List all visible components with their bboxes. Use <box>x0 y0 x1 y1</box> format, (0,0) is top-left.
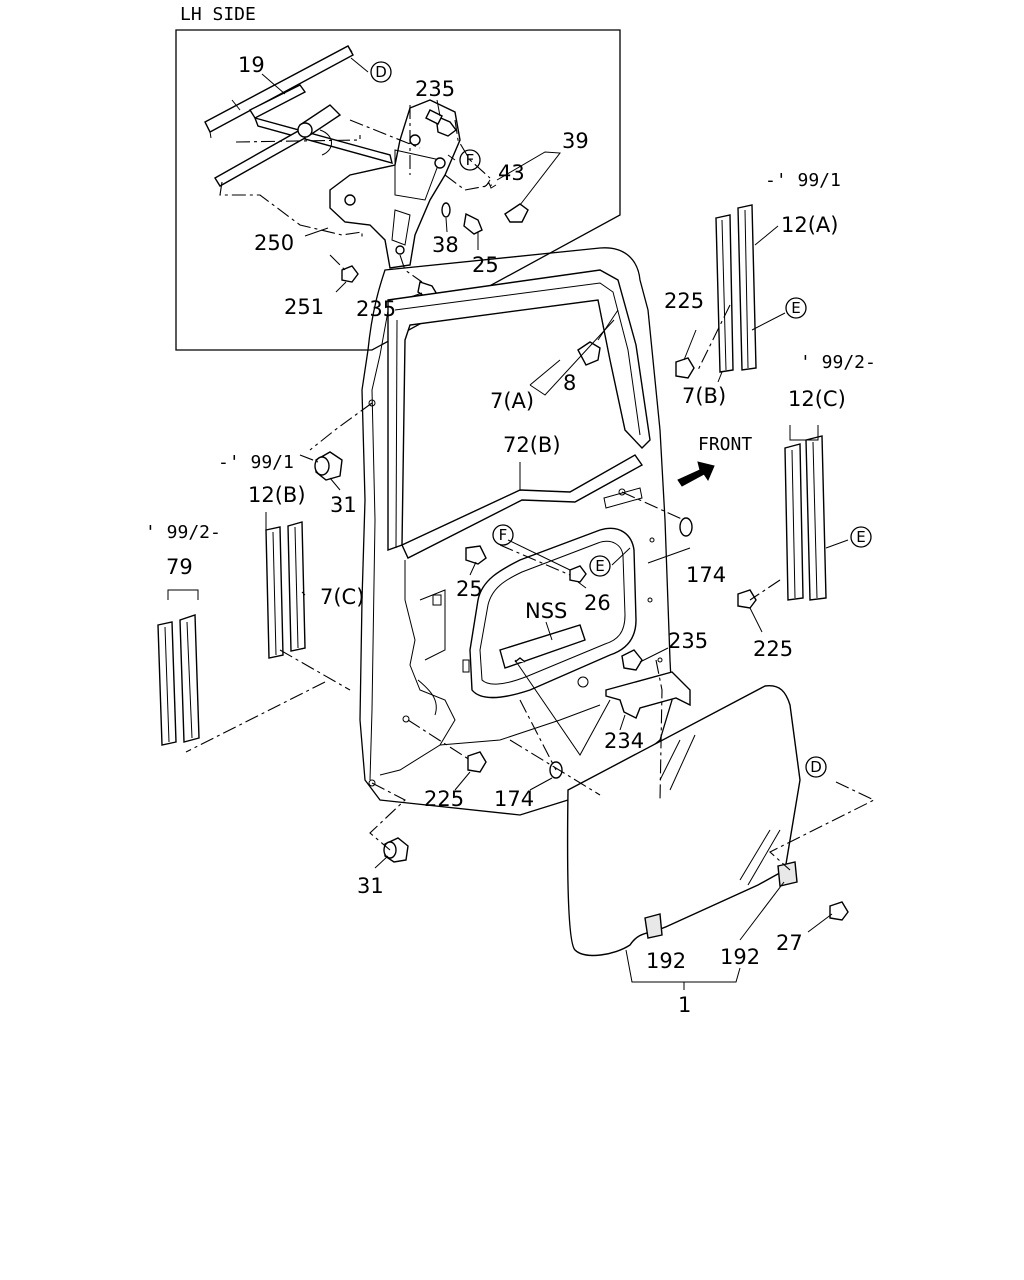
svg-text:F: F <box>466 151 475 169</box>
callout-234: 234 <box>604 729 644 753</box>
nss-label: NSS <box>525 599 567 623</box>
callout-1: 1 <box>678 993 691 1017</box>
stopper-31-upper <box>314 451 343 481</box>
callout-251: 251 <box>284 295 324 319</box>
callout-225-top: 225 <box>664 289 704 313</box>
channel-7b <box>715 214 734 373</box>
callout-192-left: 192 <box>646 949 686 973</box>
nut-251 <box>341 265 359 283</box>
note-upto-99-1-right: -' 99/1 <box>765 170 841 191</box>
callout-79: 79 <box>166 555 193 579</box>
ref-marker-e-2: E <box>850 526 872 548</box>
callout-174-right: 174 <box>686 563 726 587</box>
svg-text:D: D <box>810 758 822 776</box>
callout-12b: 12(B) <box>248 483 306 507</box>
channel-12c <box>784 435 827 601</box>
callout-26: 26 <box>584 591 611 615</box>
bolt-225-lower <box>467 751 487 773</box>
ref-marker-e-3: E <box>589 555 611 577</box>
callout-31-top: 31 <box>330 493 357 517</box>
bolt-225-upper <box>675 357 695 379</box>
callout-7c: 7(C) <box>320 585 364 609</box>
callout-43: 43 <box>498 161 525 185</box>
stopper-31-lower <box>383 837 409 863</box>
regulator-bracket <box>329 99 461 269</box>
svg-text:E: E <box>856 528 865 546</box>
svg-text:D: D <box>375 63 387 81</box>
ref-marker-d-2: D <box>805 756 827 778</box>
callout-12c: 12(C) <box>788 387 846 411</box>
note-from-99-2-left: ' 99/2- <box>145 522 221 543</box>
front-arrow-icon <box>677 461 715 487</box>
note-upto-99-1-left: -' 99/1 <box>218 452 294 473</box>
bolt-235-upper <box>425 109 457 137</box>
channel-7c <box>287 521 306 652</box>
inset-frame <box>175 29 621 351</box>
note-from-99-2-right: ' 99/2- <box>800 352 876 373</box>
callout-235-inset-bottom: 235 <box>356 297 396 321</box>
callout-27: 27 <box>776 931 803 955</box>
callout-25-door: 25 <box>456 577 483 601</box>
cap-39 <box>504 203 529 223</box>
plug-174-upper <box>679 517 693 537</box>
callout-235-inset-top: 235 <box>415 77 455 101</box>
svg-text:E: E <box>595 557 604 575</box>
door-glass <box>566 685 801 957</box>
callout-235-door: 235 <box>668 629 708 653</box>
channel-79 <box>157 614 200 746</box>
bolt-225-right <box>737 589 757 609</box>
callout-19: 19 <box>238 53 265 77</box>
callout-25-inset: 25 <box>472 253 499 277</box>
bolt-25-door <box>465 545 487 565</box>
callout-38: 38 <box>432 233 459 257</box>
svg-text:F: F <box>499 526 508 544</box>
bolt-25-upper <box>463 212 483 235</box>
svg-text:E: E <box>791 299 800 317</box>
callout-250: 250 <box>254 231 294 255</box>
channel-12b <box>265 526 284 659</box>
callout-7a: 7(A) <box>490 389 534 413</box>
washer-38 <box>441 202 451 218</box>
front-label: FRONT <box>698 434 752 455</box>
ref-marker-f-1: F <box>459 149 481 171</box>
callout-31-bottom: 31 <box>357 874 384 898</box>
callout-72b: 72(B) <box>503 433 561 457</box>
bolt-27 <box>829 901 849 921</box>
callout-174-bottom: 174 <box>494 787 534 811</box>
callout-7b: 7(B) <box>682 384 726 408</box>
channel-12a <box>737 204 757 371</box>
callout-225-bottom: 225 <box>424 787 464 811</box>
callout-39: 39 <box>562 129 589 153</box>
window-regulator-arms <box>214 84 393 187</box>
door-panel <box>359 247 673 816</box>
ref-marker-d-1: D <box>370 61 392 83</box>
callout-8: 8 <box>563 371 576 395</box>
ref-marker-e-1: E <box>785 297 807 319</box>
callout-192-right: 192 <box>720 945 760 969</box>
nut-26 <box>569 565 587 583</box>
callout-225-right: 225 <box>753 637 793 661</box>
ref-marker-f-2: F <box>492 524 514 546</box>
section-title: LH SIDE <box>180 4 256 25</box>
bolt-235-door <box>621 649 643 671</box>
bracket-234 <box>605 671 691 719</box>
callout-12a: 12(A) <box>781 213 838 237</box>
clip-8 <box>577 341 601 366</box>
